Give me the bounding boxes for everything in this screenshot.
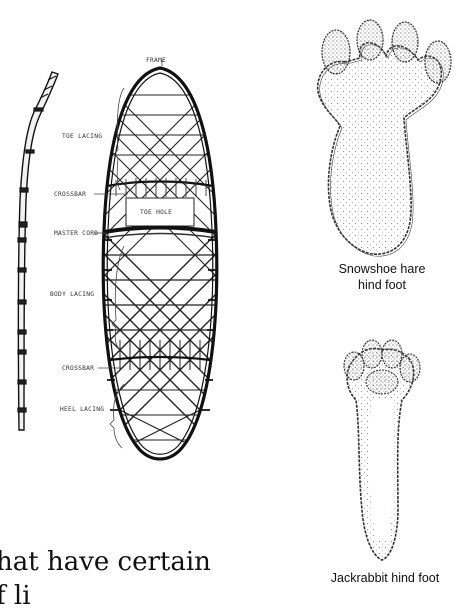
label-heel-lacing: HEEL LACING <box>60 406 104 413</box>
body-paragraph: hat have certain f li <box>0 545 211 613</box>
figure: FRAME TOE LACING CROSSBAR TOE HOLE MASTE… <box>0 0 474 593</box>
jackrabbit-foot <box>344 340 420 560</box>
snowshoe-side-view <box>18 72 58 430</box>
label-master-cord: MASTER CORD <box>54 230 98 237</box>
label-toe-lacing: TOE LACING <box>62 133 102 140</box>
diagram-canvas: FRAME TOE LACING CROSSBAR TOE HOLE MASTE… <box>0 0 474 593</box>
caption-snowshoe-hare-line2: hind foot <box>358 278 406 292</box>
caption-snowshoe-hare-line1: Snowshoe hare <box>339 262 426 276</box>
caption-jackrabbit: Jackrabbit hind foot <box>331 571 440 585</box>
body-line-1: hat have certain <box>0 545 211 579</box>
label-frame: FRAME <box>146 57 166 64</box>
label-toe-hole: TOE HOLE <box>140 209 172 216</box>
label-crossbar-bottom: CROSSBAR <box>62 365 94 372</box>
label-crossbar-top: CROSSBAR <box>54 191 86 198</box>
label-body-lacing: BODY LACING <box>50 291 94 298</box>
snowshoe-hare-foot <box>318 20 451 256</box>
body-line-2: f li <box>0 579 211 613</box>
